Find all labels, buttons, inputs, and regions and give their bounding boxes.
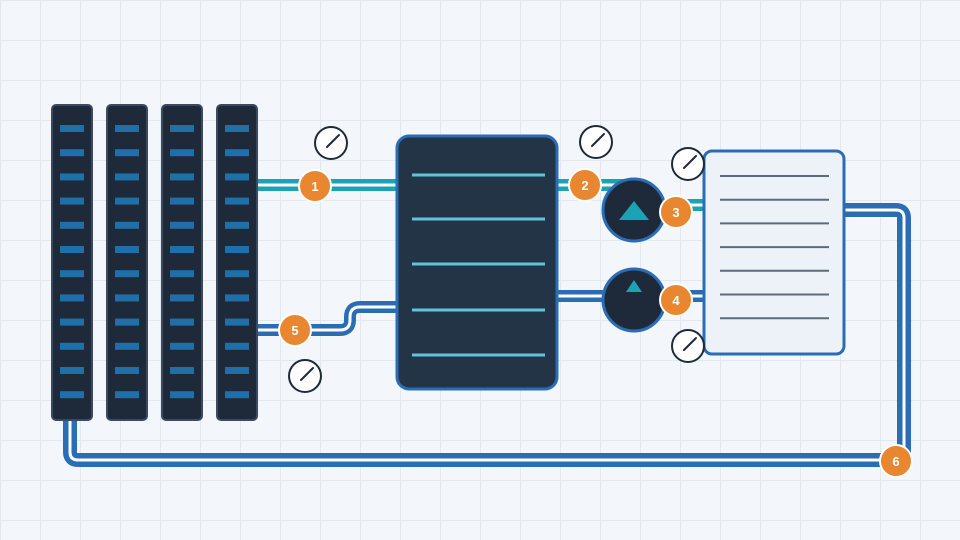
rack-slot-led xyxy=(60,149,84,157)
rack-slot-led xyxy=(60,270,84,278)
pressure-gauge-icon xyxy=(671,147,705,181)
rack-slot-led xyxy=(170,221,194,229)
rack-slot-led xyxy=(60,173,84,181)
server-rack xyxy=(51,104,93,421)
pump-lower xyxy=(601,267,667,333)
svg-text:1: 1 xyxy=(311,179,318,194)
rack-slot-led xyxy=(115,246,139,253)
svg-text:5: 5 xyxy=(291,323,298,338)
pressure-gauges xyxy=(288,125,705,393)
rack-slot-led xyxy=(225,221,249,229)
rack-slot-led xyxy=(170,173,194,181)
marker-4: 4 xyxy=(659,283,693,317)
rack-slot-led xyxy=(225,246,249,253)
marker-3: 3 xyxy=(659,195,693,229)
pipe-exchanger-to-rack-return xyxy=(258,301,398,336)
rack-slot-led xyxy=(225,391,249,399)
marker-1: 1 xyxy=(298,169,332,203)
rack-slot-led xyxy=(115,149,139,157)
rack-slot-led xyxy=(225,270,249,278)
rack-slot-led xyxy=(115,342,139,350)
triangle-icon xyxy=(626,280,642,292)
rack-slot-led xyxy=(60,318,84,326)
rack-slot-led xyxy=(170,246,194,253)
marker-2: 2 xyxy=(568,168,602,202)
rack-slot-led xyxy=(115,294,139,302)
rack-slot-led xyxy=(170,149,194,157)
pump-upper xyxy=(601,177,667,243)
rack-slot-led xyxy=(60,125,84,132)
rack-slot-led xyxy=(60,367,84,374)
marker-5: 5 xyxy=(278,313,312,347)
pressure-gauge-icon xyxy=(314,126,348,160)
rack-slot-led xyxy=(115,391,139,399)
triangle-icon xyxy=(619,201,649,220)
server-rack xyxy=(106,104,148,421)
rack-slot-led xyxy=(170,270,194,278)
rack-slot-led xyxy=(60,342,84,350)
svg-text:3: 3 xyxy=(672,205,679,220)
heat-exchanger xyxy=(395,134,559,391)
rack-slot-led xyxy=(225,294,249,302)
rack-slot-led xyxy=(170,125,194,132)
rack-slot-led xyxy=(60,294,84,302)
rack-slot-led xyxy=(60,221,84,229)
dry-cooler-fins xyxy=(720,175,829,320)
rack-slot-led xyxy=(225,342,249,350)
svg-text:2: 2 xyxy=(581,178,588,193)
rack-slot-led xyxy=(225,173,249,181)
rack-slot-led xyxy=(115,270,139,278)
svg-text:6: 6 xyxy=(892,454,899,469)
rack-slot-led xyxy=(115,318,139,326)
flow-markers: 1 2 3 4 5 6 xyxy=(278,168,913,478)
rack-slot-led xyxy=(115,221,139,229)
heat-exchanger-plates xyxy=(412,173,545,357)
server-rack xyxy=(216,104,258,421)
rack-slot-led xyxy=(170,294,194,302)
server-racks xyxy=(51,104,258,421)
rack-slot-led xyxy=(170,342,194,350)
dry-cooler xyxy=(702,149,846,356)
rack-slot-led xyxy=(60,246,84,253)
pressure-gauge-icon xyxy=(288,359,322,393)
rack-slot-led xyxy=(225,125,249,132)
marker-6: 6 xyxy=(879,444,913,478)
rack-slot-led xyxy=(170,197,194,205)
rack-slot-led xyxy=(225,367,249,374)
svg-text:4: 4 xyxy=(672,293,680,308)
rack-slot-led xyxy=(225,197,249,205)
rack-slot-led xyxy=(115,367,139,374)
rack-slot-led xyxy=(170,391,194,399)
server-rack xyxy=(161,104,203,421)
pressure-gauge-icon xyxy=(671,329,705,363)
rack-slot-led xyxy=(115,173,139,181)
rack-slot-led xyxy=(115,197,139,205)
rack-slot-led xyxy=(225,149,249,157)
rack-slot-led xyxy=(170,367,194,374)
rack-slot-led xyxy=(115,125,139,132)
rack-slot-led xyxy=(170,318,194,326)
pressure-gauge-icon xyxy=(579,125,613,159)
rack-slot-led xyxy=(225,318,249,326)
rack-slot-led xyxy=(60,391,84,399)
rack-slot-led xyxy=(60,197,84,205)
